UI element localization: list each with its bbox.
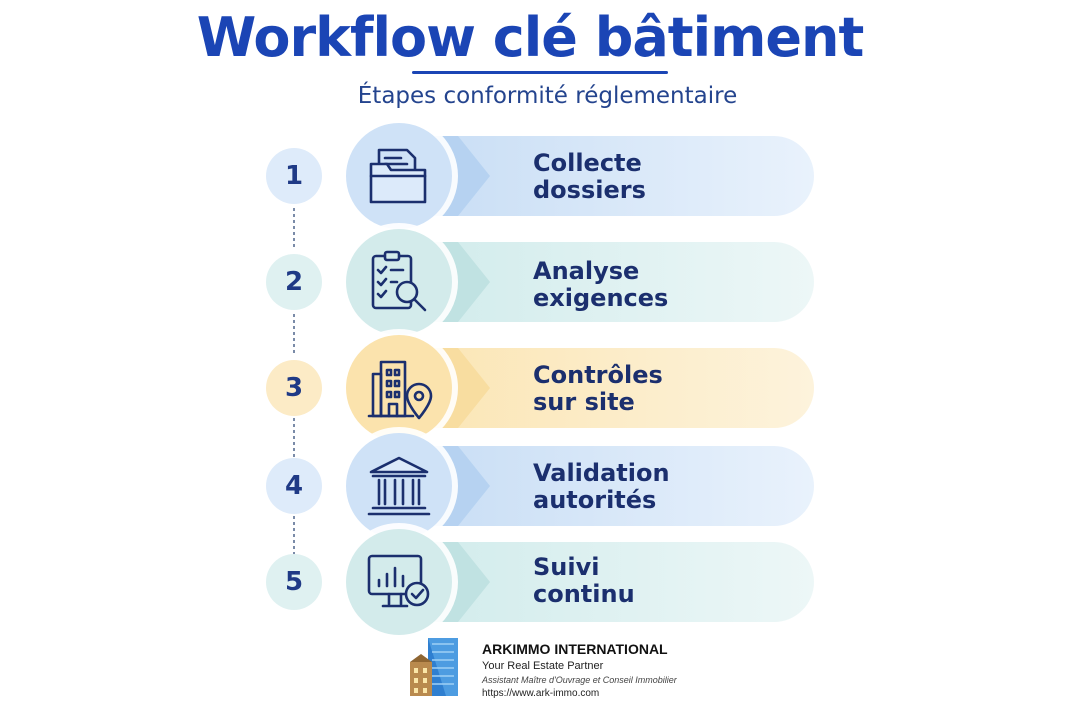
folder-icon	[346, 123, 452, 229]
workflow-step-4: 4 Validation autorités	[0, 433, 1080, 539]
connector-dots	[293, 516, 295, 556]
building-location-icon	[346, 335, 452, 441]
company-description: Assistant Maître d'Ouvrage et Conseil Im…	[482, 675, 677, 685]
step-band	[430, 446, 814, 526]
step-band	[430, 136, 814, 216]
step-label: Collecte dossiers	[533, 149, 646, 204]
step-number: 4	[266, 458, 322, 514]
step-label: Analyse exigences	[533, 257, 669, 312]
chevron-arrow-icon	[440, 136, 490, 216]
workflow-step-2: 2 Analyse exigences	[0, 229, 1080, 335]
step-band	[430, 348, 814, 428]
page-title: Workflow clé bâtiment	[196, 6, 865, 69]
connector-dots	[293, 314, 295, 354]
company-url[interactable]: https://www.ark-immo.com	[482, 688, 600, 699]
checklist-magnifier-icon	[346, 229, 452, 335]
step-number: 5	[266, 554, 322, 610]
chevron-arrow-icon	[440, 348, 490, 428]
step-label: Validation autorités	[533, 459, 670, 514]
workflow-step-3: 3 Contrôles sur site	[0, 335, 1080, 441]
workflow-step-5: 5 Suivi continu	[0, 529, 1080, 635]
company-logo	[410, 638, 458, 696]
workflow-step-1: 1 Collecte dossiers	[0, 123, 1080, 229]
step-number: 1	[266, 148, 322, 204]
connector-dots	[293, 208, 295, 248]
monitor-chart-check-icon	[346, 529, 452, 635]
page-subtitle: Étapes conformité réglementaire	[357, 83, 738, 109]
chevron-arrow-icon	[440, 446, 490, 526]
step-band	[430, 242, 814, 322]
step-number: 3	[266, 360, 322, 416]
company-info: ARKIMMO INTERNATIONAL Your Real Estate P…	[482, 641, 677, 699]
connector-dots	[293, 418, 295, 458]
government-building-icon	[346, 433, 452, 539]
title-underline	[412, 71, 668, 74]
step-label: Suivi continu	[533, 553, 635, 608]
step-label: Contrôles sur site	[533, 361, 663, 416]
company-name: ARKIMMO INTERNATIONAL	[482, 641, 668, 657]
step-number: 2	[266, 254, 322, 310]
chevron-arrow-icon	[440, 242, 490, 322]
step-band	[430, 542, 814, 622]
chevron-arrow-icon	[440, 542, 490, 622]
company-tagline: Your Real Estate Partner	[482, 660, 604, 672]
